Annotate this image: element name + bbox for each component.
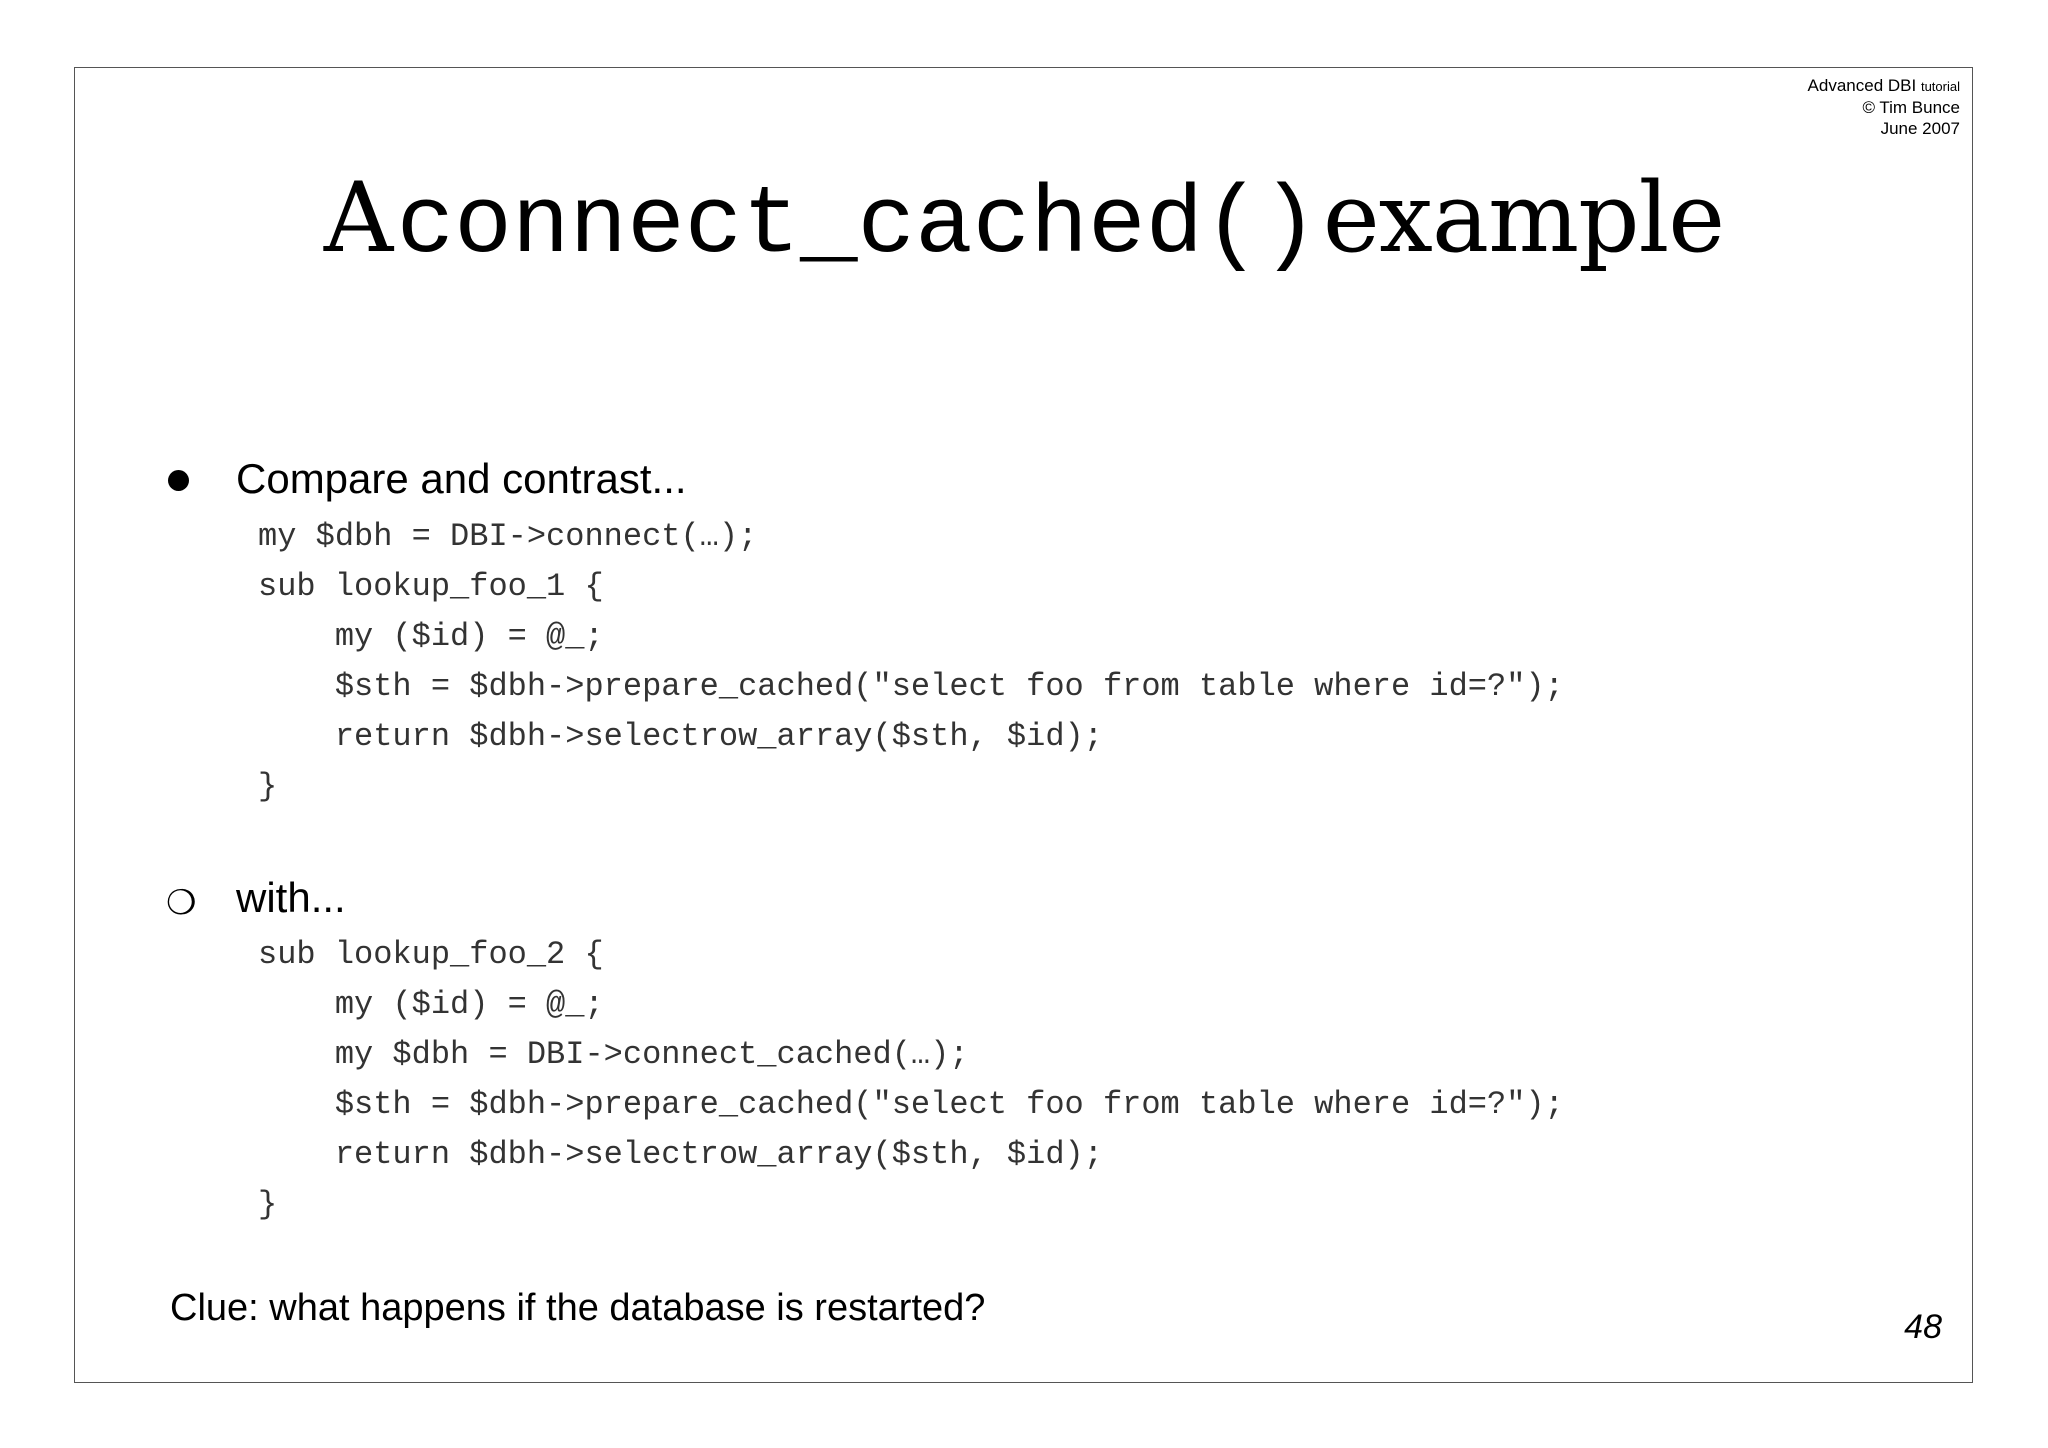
- credit-line-1-small: tutorial: [1920, 79, 1960, 94]
- code-block-1: my $dbh = DBI->connect(…); sub lookup_foo…: [258, 512, 1564, 812]
- code-line: sub lookup_foo_1 {: [258, 568, 604, 605]
- code-line: sub lookup_foo_2 {: [258, 936, 604, 973]
- slide-frame: [74, 67, 1973, 1383]
- filled-bullet-icon: [168, 470, 189, 491]
- header-credits: Advanced DBI tutorial © Tim Bunce June 2…: [1808, 75, 1960, 139]
- code-line: my $dbh = DBI->connect_cached(…);: [258, 1036, 969, 1073]
- bullet-1-text: Compare and contrast...: [236, 455, 687, 502]
- code-line: }: [258, 768, 278, 805]
- clue-text: Clue: what happens if the database is re…: [170, 1287, 986, 1329]
- title-code: connect_cached(): [396, 171, 1319, 280]
- code-line: my $dbh = DBI->connect(…);: [258, 518, 758, 555]
- code-line: my ($id) = @_;: [258, 618, 604, 655]
- code-block-2: sub lookup_foo_2 { my ($id) = @_; my $db…: [258, 930, 1564, 1230]
- slide-title: A connect_cached() example: [0, 170, 2048, 274]
- code-line: }: [258, 1186, 278, 1223]
- code-line: $sth = $dbh->prepare_cached("select foo …: [258, 668, 1564, 705]
- title-prefix: A: [323, 162, 393, 274]
- code-line: $sth = $dbh->prepare_cached("select foo …: [258, 1086, 1564, 1123]
- title-suffix: example: [1322, 162, 1725, 274]
- hollow-bullet-icon: ❍: [166, 884, 197, 922]
- code-line: return $dbh->selectrow_array($sth, $id);: [258, 1136, 1103, 1173]
- credit-line-1: Advanced DBI tutorial: [1807, 76, 1960, 95]
- page-number: 48: [1904, 1308, 1942, 1346]
- credit-line-2: © Tim Bunce: [1862, 98, 1960, 117]
- code-line: return $dbh->selectrow_array($sth, $id);: [258, 718, 1103, 755]
- bullet-2-text: with...: [236, 874, 346, 921]
- code-line: my ($id) = @_;: [258, 986, 604, 1023]
- credit-line-3: June 2007: [1880, 119, 1960, 138]
